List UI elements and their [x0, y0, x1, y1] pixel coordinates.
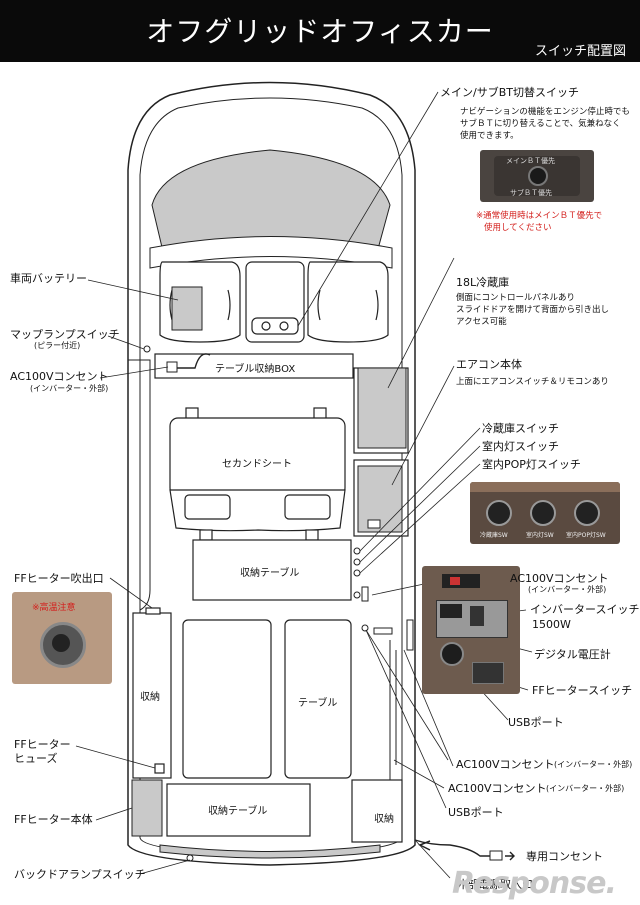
map-lamp-label: マップランプスイッチ	[10, 328, 120, 341]
dedicated-outlet-label: 専用コンセント	[526, 850, 603, 863]
bt-knob-icon	[528, 166, 548, 186]
battery-label: 車両バッテリー	[10, 272, 87, 285]
second-seat-label: セカンドシート	[222, 459, 292, 470]
main-sub-desc-2: サブＢＴに切り替えることで、気兼ねなく	[460, 119, 621, 129]
voltmeter-label: デジタル電圧計	[534, 648, 611, 661]
fridge-switch-label: 冷蔵庫スイッチ	[482, 422, 559, 435]
main-sub-switch-label: メイン/サブBT切替スイッチ	[440, 86, 579, 99]
page-subtitle: スイッチ配置図	[534, 44, 626, 59]
rear-table	[284, 619, 352, 779]
light-switch-photo: 冷蔵庫SW 室内灯SW 室内POP灯SW	[470, 482, 620, 544]
table-box-label: テーブル収納BOX	[215, 364, 296, 375]
fridge-desc-1: 側面にコントロールパネルあり	[456, 293, 576, 303]
main-sub-warning-1: ※通常使用時はメインＢＴ優先で	[476, 211, 603, 221]
sw3-text: 室内POP灯SW	[566, 532, 606, 539]
main-sub-desc-1: ナビゲーションの機能をエンジン停止時でも	[460, 107, 630, 117]
ac100-rear-2-sub: (インバーター・外部)	[546, 784, 625, 793]
room-light-label: 室内灯スイッチ	[482, 440, 559, 453]
ff-fuse-label-1: FFヒーター	[14, 738, 71, 751]
storage-table-mid	[192, 539, 352, 601]
ac100-rear-1-sub: (インバーター・外部)	[554, 760, 633, 769]
high-temp-text: ※高温注意	[32, 603, 76, 613]
ac100-panel-sub: (インバーター・外部)	[528, 585, 607, 594]
pop-light-label: 室内POP灯スイッチ	[482, 458, 581, 471]
rear-bed-left	[182, 619, 272, 779]
aircon-label: エアコン本体	[456, 358, 522, 371]
ff-fuse-label-2: ヒューズ	[14, 752, 58, 765]
ac100-rear-2-label: AC100Vコンセント	[448, 782, 547, 795]
table-label: テーブル	[298, 698, 338, 709]
ff-outlet-photo: ※高温注意	[12, 592, 112, 684]
storage-table-rear-label: 収納テーブル	[208, 806, 268, 817]
switch-3-icon	[574, 500, 600, 526]
ff-body-label: FFヒーター本体	[14, 813, 93, 826]
storage-rear-right	[351, 779, 403, 843]
usb-port-1-label: USBポート	[508, 716, 564, 729]
ac100-front-sub: (インバーター・外部)	[30, 384, 109, 393]
switch-2-icon	[530, 500, 556, 526]
sw2-text: 室内灯SW	[526, 532, 554, 539]
ff-switch-label: FFヒータースイッチ	[532, 684, 633, 697]
inverter-watt: 1500W	[532, 618, 571, 631]
external-power-label: 外部電源取入口	[456, 878, 533, 891]
vehicle-battery	[171, 286, 203, 331]
ac100-panel-label: AC100Vコンセント	[510, 572, 609, 585]
back-door-label: バックドアランプスイッチ	[14, 868, 146, 881]
passenger-seat	[307, 261, 389, 343]
sw1-text: 冷蔵庫SW	[480, 532, 508, 539]
usb-port-2-label: USBポート	[448, 806, 504, 819]
aircon-desc: 上面にエアコンスイッチ＆リモコンあり	[456, 377, 609, 387]
fridge-label: 18L冷蔵庫	[456, 276, 510, 289]
main-sub-desc-3: 使用できます。	[460, 131, 519, 141]
ac100-rear-1-label: AC100Vコンセント	[456, 758, 555, 771]
ff-heater-body	[131, 779, 163, 837]
ff-outlet-label: FFヒーター吹出口	[14, 572, 104, 585]
table-storage-box	[154, 353, 354, 379]
dashboard	[149, 236, 393, 269]
fridge-desc-3: アクセス可能	[456, 317, 507, 327]
fridge-desc-2: スライドドアを開けて背面から引き出し	[456, 305, 610, 315]
storage-table-mid-label: 収納テーブル	[240, 568, 300, 579]
inverter-switch-label: インバータースイッチ	[530, 603, 640, 616]
power-panel-photo	[422, 566, 520, 694]
bt-switch-photo: メインＢＴ優先 サブＢＴ優先	[480, 150, 594, 202]
map-lamp-sub: (ピラー付近)	[34, 341, 81, 350]
storage-rear-right-label: 収納	[374, 814, 394, 825]
response-watermark: Response.	[452, 866, 617, 901]
storage-table-rear	[166, 783, 311, 837]
switch-1-icon	[486, 500, 512, 526]
main-sub-warning-2: 使用してください	[484, 223, 552, 233]
car-body-outline	[127, 81, 416, 866]
fridge	[357, 367, 407, 449]
storage-left-label: 収納	[140, 692, 160, 703]
ac100-front-label: AC100Vコンセント	[10, 370, 109, 383]
page-title: オフグリッドオフィスカー	[146, 15, 494, 48]
sub-bt-text: サブＢＴ優先	[510, 189, 552, 197]
main-bt-text: メインＢＴ優先	[506, 157, 555, 165]
title-banner: オフグリッドオフィスカー スイッチ配置図	[0, 0, 640, 62]
ff-fuse	[154, 763, 165, 774]
